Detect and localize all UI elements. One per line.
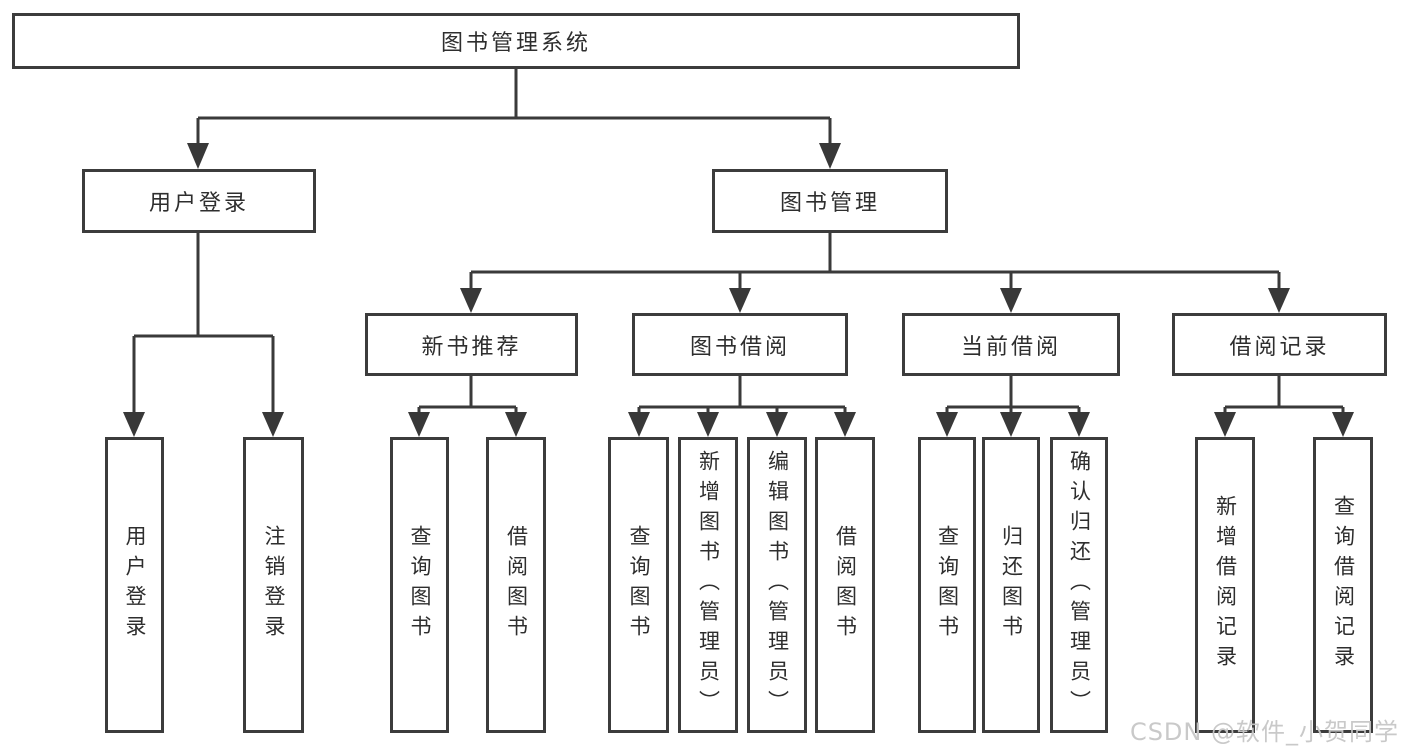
node-label: 图书管理: [779, 191, 880, 216]
node-label: 图书借阅: [689, 334, 790, 360]
csdn-watermark: CSDN @软件_小贺同学: [1129, 718, 1399, 746]
node-book-management: 图书管理: [712, 169, 948, 233]
leaf-borrow-query-books: 查询图书: [608, 437, 669, 733]
leaf-label: 用户登录: [123, 525, 147, 645]
connector-root-to-level2: [187, 68, 841, 169]
leaf-label: 新增图书（管理员）: [696, 450, 721, 720]
node-label: 图书管理系统: [440, 31, 591, 56]
node-library-management-system: 图书管理系统: [12, 13, 1020, 69]
leaf-label: 借阅图书: [833, 525, 858, 645]
leaf-borrow-add-books-admin: 新增图书（管理员）: [678, 437, 738, 733]
leaf-label: 确认归还（管理员）: [1067, 450, 1092, 720]
leaf-label: 查询图书: [627, 525, 651, 645]
node-user-login: 用户登录: [82, 169, 316, 233]
node-current-borrow: 当前借阅: [902, 313, 1120, 376]
node-new-book-recommend: 新书推荐: [365, 313, 578, 376]
leaf-recommend-borrow-books: 借阅图书: [486, 437, 546, 733]
leaf-current-confirm-return-admin: 确认归还（管理员）: [1050, 437, 1108, 733]
leaf-label: 编辑图书（管理员）: [765, 450, 790, 720]
leaf-label: 新增借阅记录: [1213, 495, 1238, 675]
node-label: 当前借阅: [960, 334, 1061, 360]
node-label: 用户登录: [148, 191, 249, 216]
leaf-records-add-borrow-record: 新增借阅记录: [1195, 437, 1255, 733]
leaf-label: 注销登录: [262, 525, 286, 645]
leaf-logout: 注销登录: [243, 437, 304, 733]
leaf-current-return-books: 归还图书: [982, 437, 1040, 733]
leaf-borrow-borrow-books: 借阅图书: [815, 437, 875, 733]
leaf-label: 查询借阅记录: [1331, 495, 1356, 675]
leaf-user-login: 用户登录: [105, 437, 164, 733]
node-borrow-records: 借阅记录: [1172, 313, 1387, 376]
node-label: 新书推荐: [421, 334, 522, 360]
connector-book-management-to-level3: [460, 233, 1290, 313]
leaf-borrow-edit-books-admin: 编辑图书（管理员）: [747, 437, 807, 733]
leaf-label: 归还图书: [999, 525, 1024, 645]
node-book-borrow: 图书借阅: [632, 313, 848, 376]
leaf-recommend-query-books: 查询图书: [390, 437, 449, 733]
node-label: 借阅记录: [1229, 334, 1330, 360]
leaf-current-query-books: 查询图书: [918, 437, 976, 733]
connector-user-login-to-leaves: [123, 233, 284, 437]
leaf-records-query-borrow-record: 查询借阅记录: [1313, 437, 1373, 733]
leaf-label: 查询图书: [408, 525, 432, 645]
leaf-label: 查询图书: [935, 525, 960, 645]
leaf-label: 借阅图书: [504, 525, 529, 645]
connector-level3-to-leaves: [408, 376, 1354, 437]
